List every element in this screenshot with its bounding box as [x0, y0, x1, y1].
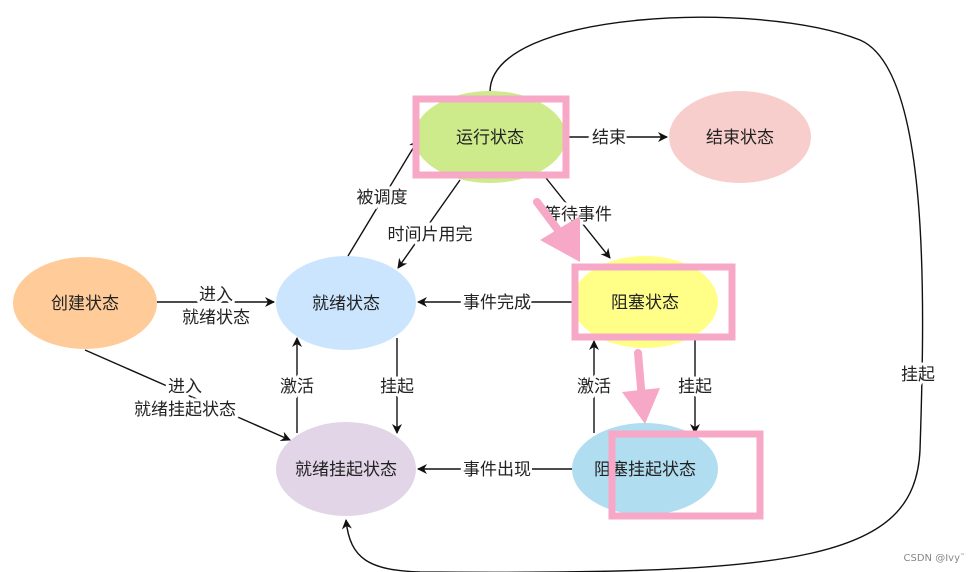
highlight-box-blocked-suspended [608, 430, 764, 520]
edge-label-enter-ready-1: 进入 [199, 285, 233, 305]
edge-label-ready-activate: 激活 [280, 377, 314, 397]
edge-label-running-suspend: 挂起 [901, 365, 935, 385]
edge-label-blocked-suspend: 挂起 [678, 377, 712, 397]
node-ready-shape [276, 256, 416, 350]
node-terminated-shape [669, 91, 811, 183]
edge-label-event-occurs: 事件出现 [463, 460, 531, 480]
highlight-arrow-2 [622, 349, 660, 424]
edge-label-enter-ready-2: 就绪状态 [182, 308, 250, 328]
node-blocked-shape [572, 256, 718, 348]
edge-label-ready-suspend: 挂起 [380, 377, 414, 397]
edge-running-to-ready-suspended [341, 16, 924, 572]
node-running-label: 运行状态 [456, 128, 524, 148]
edge-label-scheduled: 被调度 [357, 188, 408, 208]
edge-label-end: 结束 [592, 128, 626, 148]
node-created-label: 创建状态 [51, 294, 119, 314]
edge-label-enter-rs-2: 就绪挂起状态 [134, 400, 236, 420]
node-blocked-suspended-label: 阻塞挂起状态 [594, 460, 696, 480]
edge-label-event-done: 事件完成 [463, 293, 531, 313]
edge-running-to-ready [397, 179, 461, 269]
highlight-arrow-1 [533, 198, 580, 262]
node-blocked: 阻塞状态 [572, 256, 718, 348]
node-ready-suspended-label: 就绪挂起状态 [295, 460, 397, 480]
edge-label-enter-rs-1: 进入 [168, 377, 202, 397]
node-terminated: 结束状态 [669, 91, 811, 183]
watermark: CSDN @Ivy˜ [904, 552, 965, 564]
node-terminated-label: 结束状态 [706, 128, 774, 148]
edge-label-timeslice: 时间片用完 [388, 225, 473, 245]
edge-ready-to-running [347, 139, 419, 257]
node-ready: 就绪状态 [276, 256, 416, 350]
node-ready-label: 就绪状态 [312, 294, 380, 314]
highlight-box-blocked [571, 263, 736, 341]
node-ready-suspended-shape [276, 422, 416, 516]
node-running: 运行状态 [414, 91, 566, 183]
highlight-box-running [412, 95, 570, 179]
node-blocked-label: 阻塞状态 [611, 293, 679, 313]
node-created: 创建状态 [13, 257, 157, 349]
edge-label-blocked-activate: 激活 [577, 377, 611, 397]
edge-created-to-ready-suspended [84, 349, 291, 441]
node-ready-suspended: 就绪挂起状态 [276, 422, 416, 516]
node-created-shape [13, 257, 157, 349]
node-running-shape [414, 91, 566, 183]
